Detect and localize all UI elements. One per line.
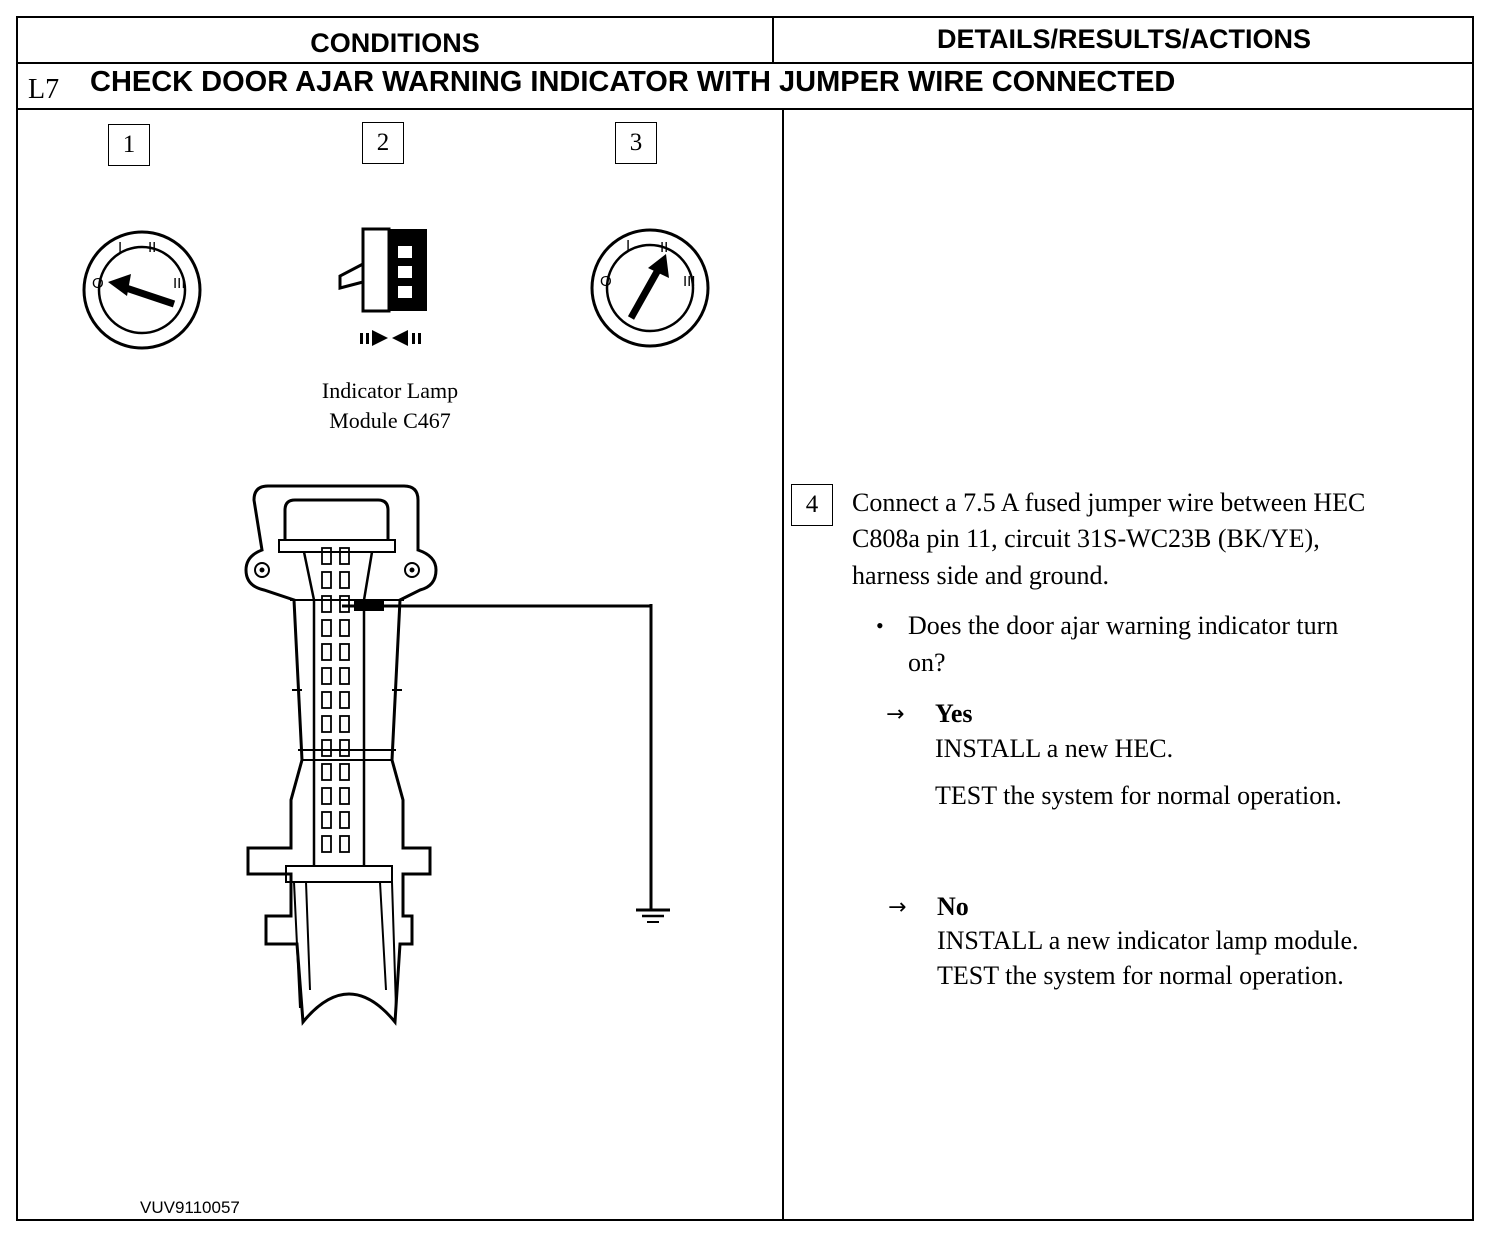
body-column-divider [782, 108, 784, 1221]
connector-pin-cavity [339, 667, 350, 685]
connector-pin-cavity [321, 619, 332, 637]
connector-pin-cavity [339, 571, 350, 589]
key-label-iii: III [683, 273, 696, 290]
step-box-2: 2 [362, 122, 404, 164]
key-label-i: I [626, 237, 630, 254]
yes-label: Yes [935, 699, 973, 728]
connector-pin-cavity [321, 667, 332, 685]
no-arrow-icon: → [888, 895, 907, 920]
connector-pin-cavity [339, 619, 350, 637]
key-label-ii: II [148, 239, 156, 256]
step-title: CHECK DOOR AJAR WARNING INDICATOR WITH J… [90, 66, 1176, 98]
connector-pin-cavity [321, 739, 332, 757]
connector-pin-cavity [321, 835, 332, 853]
key-label-i: I [118, 239, 122, 256]
ground-symbol-icon [636, 908, 670, 923]
action-line-1: Connect a 7.5 A fused jumper wire betwee… [852, 488, 1366, 517]
ignition-switch-run-icon: O I II III [590, 228, 710, 348]
connector-pin-cavity [339, 739, 350, 757]
key-label-ii: II [660, 239, 668, 256]
conditions-header: CONDITIONS [310, 28, 480, 58]
caption-line-2: Module C467 [329, 408, 451, 433]
bullet-icon: • [876, 613, 884, 638]
caption-line-1: Indicator Lamp [321, 378, 459, 403]
connector-pin-cavity [321, 763, 332, 781]
connector-pin-cavity [339, 715, 350, 733]
connector-pin-cavity [321, 595, 332, 613]
connector-pin-cavity [321, 643, 332, 661]
no-action-2: TEST the system for normal operation. [937, 961, 1344, 990]
header-divider [16, 62, 1474, 64]
step-box-1: 1 [108, 124, 150, 166]
connector-pin-cavity [339, 643, 350, 661]
step-box-4: 4 [791, 484, 833, 526]
title-divider [16, 108, 1474, 110]
header-column-divider [772, 16, 774, 64]
ignition-switch-off-icon: O I II III [82, 230, 202, 350]
no-action-1: INSTALL a new indicator lamp module. [937, 926, 1359, 955]
connector-pin-cavity [321, 547, 332, 565]
key-label-o: O [92, 275, 104, 292]
connector-pin-cavity [339, 835, 350, 853]
connector-pin-cavity [339, 787, 350, 805]
connector-caption: Indicator Lamp Module C467 [270, 376, 510, 436]
connector-pin-cavity [321, 787, 332, 805]
connector-pin-cavity [339, 811, 350, 829]
connector-pin-cavity [339, 691, 350, 709]
connector-disconnect-icon [338, 227, 427, 346]
step-code: L7 [28, 74, 60, 105]
details-header: DETAILS/RESULTS/ACTIONS [936, 24, 1311, 54]
procedure-table [16, 16, 1474, 1221]
no-label: No [937, 892, 969, 921]
yes-action-1: INSTALL a new HEC. [935, 734, 1174, 763]
yes-action-2: TEST the system for normal operation. [935, 781, 1342, 810]
action-line-3: harness side and ground. [852, 561, 1110, 590]
connector-pin-cavity [321, 811, 332, 829]
connector-pin-cavity [321, 715, 332, 733]
action-line-2: C808a pin 11, circuit 31S-WC23B (BK/YE), [852, 524, 1320, 553]
connector-pin-cavity [321, 571, 332, 589]
connector-pin-cavity [339, 763, 350, 781]
connector-pin-cavity [339, 547, 350, 565]
key-label-iii: III [173, 275, 186, 292]
yes-arrow-icon: → [886, 702, 905, 727]
key-label-o: O [600, 273, 612, 290]
step-box-3: 3 [615, 122, 657, 164]
connector-pin-cavity [321, 691, 332, 709]
connector-pin-cavity [339, 595, 350, 613]
figure-id: VUV9110057 [140, 1198, 240, 1217]
question-line-1: Does the door ajar warning indicator tur… [908, 611, 1339, 640]
question-line-2: on? [908, 648, 946, 677]
